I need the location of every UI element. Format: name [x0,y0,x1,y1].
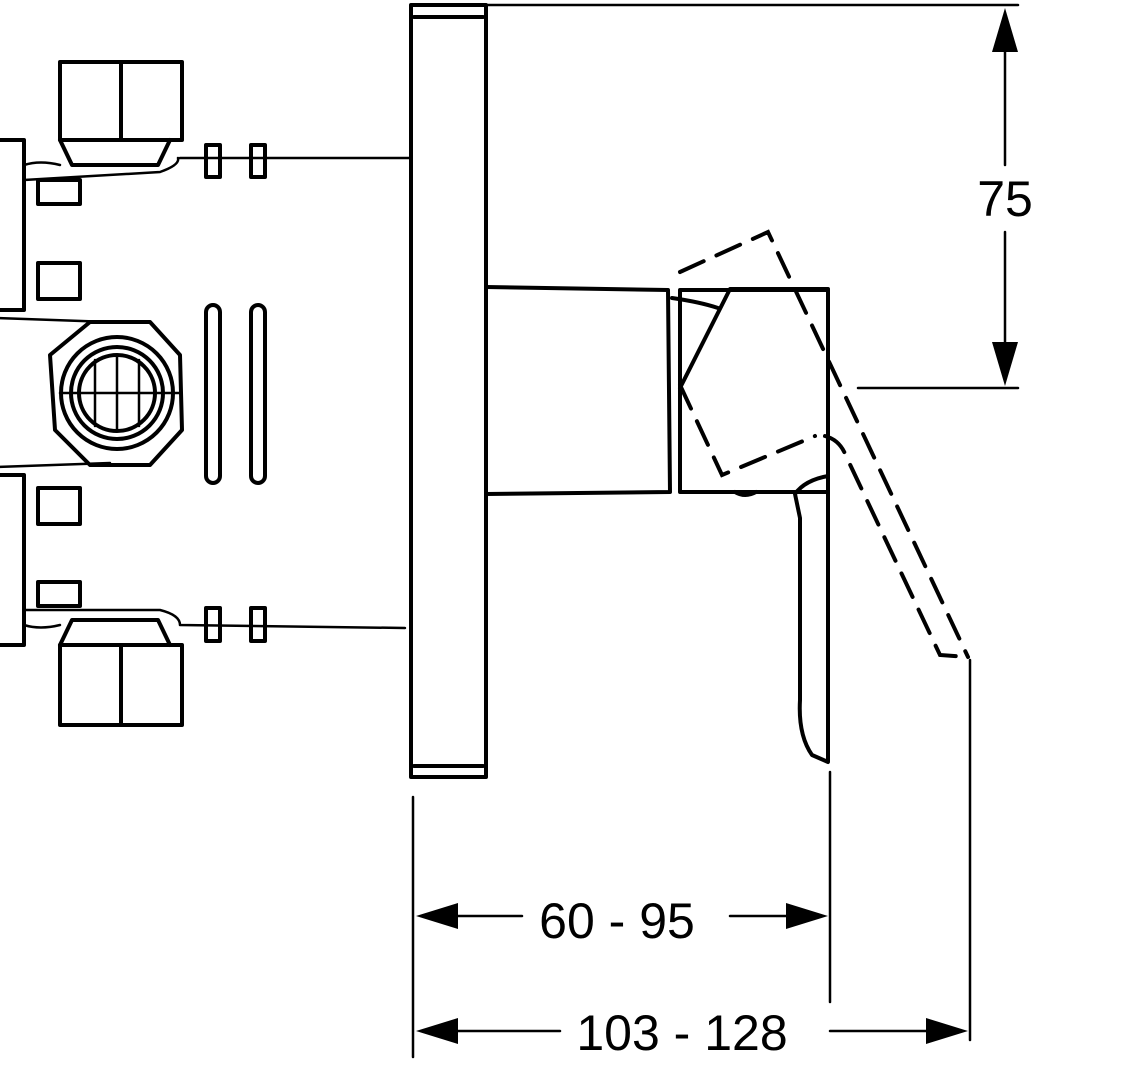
slot-2 [36,261,82,301]
arrow-left-2 [416,1018,458,1044]
handle-lever-rotated [678,229,970,659]
depth-dimensions: 60 - 95 103 - 128 [411,658,972,1061]
depth-small-label: 60 - 95 [539,893,695,949]
height-dimension: 75 [486,3,1033,390]
bottom-hex-nut [22,608,407,727]
arrow-up [992,8,1018,52]
height-label: 75 [977,171,1033,227]
round-connector [48,320,184,467]
pin-4 [249,606,267,643]
valve-body [0,60,412,727]
long-slot-1 [204,303,222,485]
slot-1 [36,178,82,206]
slot-4 [36,580,82,608]
handle-housing [484,285,830,496]
top-hex-nut [22,60,412,182]
handle-lever [678,287,830,764]
arrow-down [992,342,1018,386]
housing-upper [0,138,26,312]
depth-large-label: 103 - 128 [576,1005,787,1061]
housing-lower [0,473,26,647]
pin-2 [249,143,267,179]
arrow-left-1 [416,903,458,929]
long-slot-2 [249,303,267,485]
slot-3 [36,486,82,526]
arrow-right-2 [926,1018,968,1044]
pin-3 [204,606,222,643]
arrow-right-1 [786,903,828,929]
wall-plate [409,3,488,779]
pin-1 [204,143,222,179]
